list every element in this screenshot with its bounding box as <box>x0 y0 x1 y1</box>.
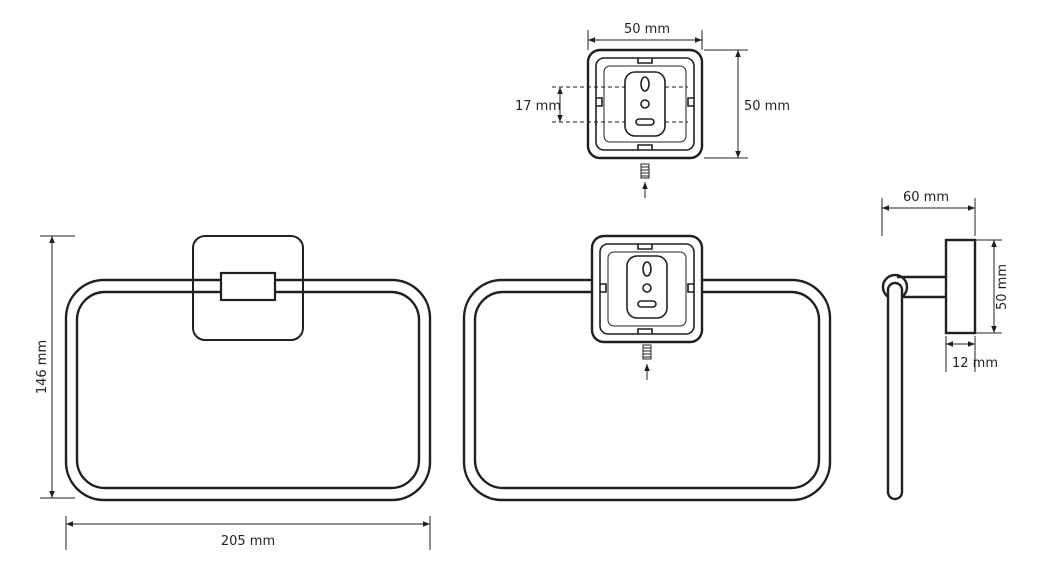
top-height-label: 50 mm <box>744 99 790 114</box>
side-height-label: 50 mm <box>995 264 1010 310</box>
rear-view <box>462 234 832 502</box>
side-depth-label: 60 mm <box>903 190 949 205</box>
screw-icon <box>642 344 652 380</box>
top-width-label: 50 mm <box>624 22 670 37</box>
front-height-label: 146 mm <box>35 340 50 394</box>
screw-icon <box>640 163 650 198</box>
wall-plate-detail: 50 mm 50 mm 17 mm <box>515 22 790 198</box>
front-width-label: 205 mm <box>221 534 275 549</box>
side-plate-label: 12 mm <box>952 356 998 371</box>
side-view: 60 mm 50 mm 12 mm <box>881 190 1010 501</box>
front-view: 146 mm 205 mm <box>35 235 432 550</box>
hole-spacing-label: 17 mm <box>515 99 561 114</box>
